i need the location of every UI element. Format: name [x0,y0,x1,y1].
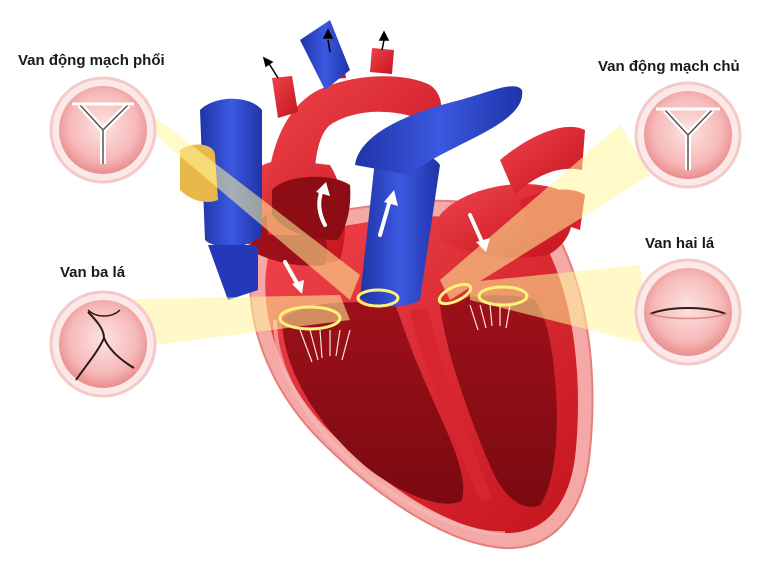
inner-wall-line [273,319,506,536]
pulmonary-valve-icon [49,76,157,184]
septum [410,308,492,500]
highlight-beams [100,90,650,345]
aortic-valve-icon [634,81,742,189]
chordae-tendineae [299,304,511,363]
superior-vena-cava-lower [208,245,258,300]
pulmonary-artery-right [500,126,585,195]
valve-rings [278,282,529,331]
aorta-branch-3 [370,48,394,74]
right-ventricle-chamber [282,302,464,504]
exit-arrows [262,28,390,79]
tricuspid-valve-label: Van ba lá [60,264,126,281]
aortic-valve-label: Van động mạch chủ [598,58,740,75]
pulmonary-trunk [360,150,440,307]
mitral-valve-label: Van hai lá [645,235,715,252]
pulmonary-branch-left [300,20,350,90]
mitral-valve-icon [634,258,742,366]
left-ventricle-chamber [440,295,557,507]
pulmonary-valve-label: Van động mạch phổi [18,52,165,69]
aorta-branch-1 [272,76,298,118]
tricuspid-valve-icon [49,290,157,398]
flow-arrowheads [292,182,490,294]
pulmonary-branch-upper [355,86,523,175]
